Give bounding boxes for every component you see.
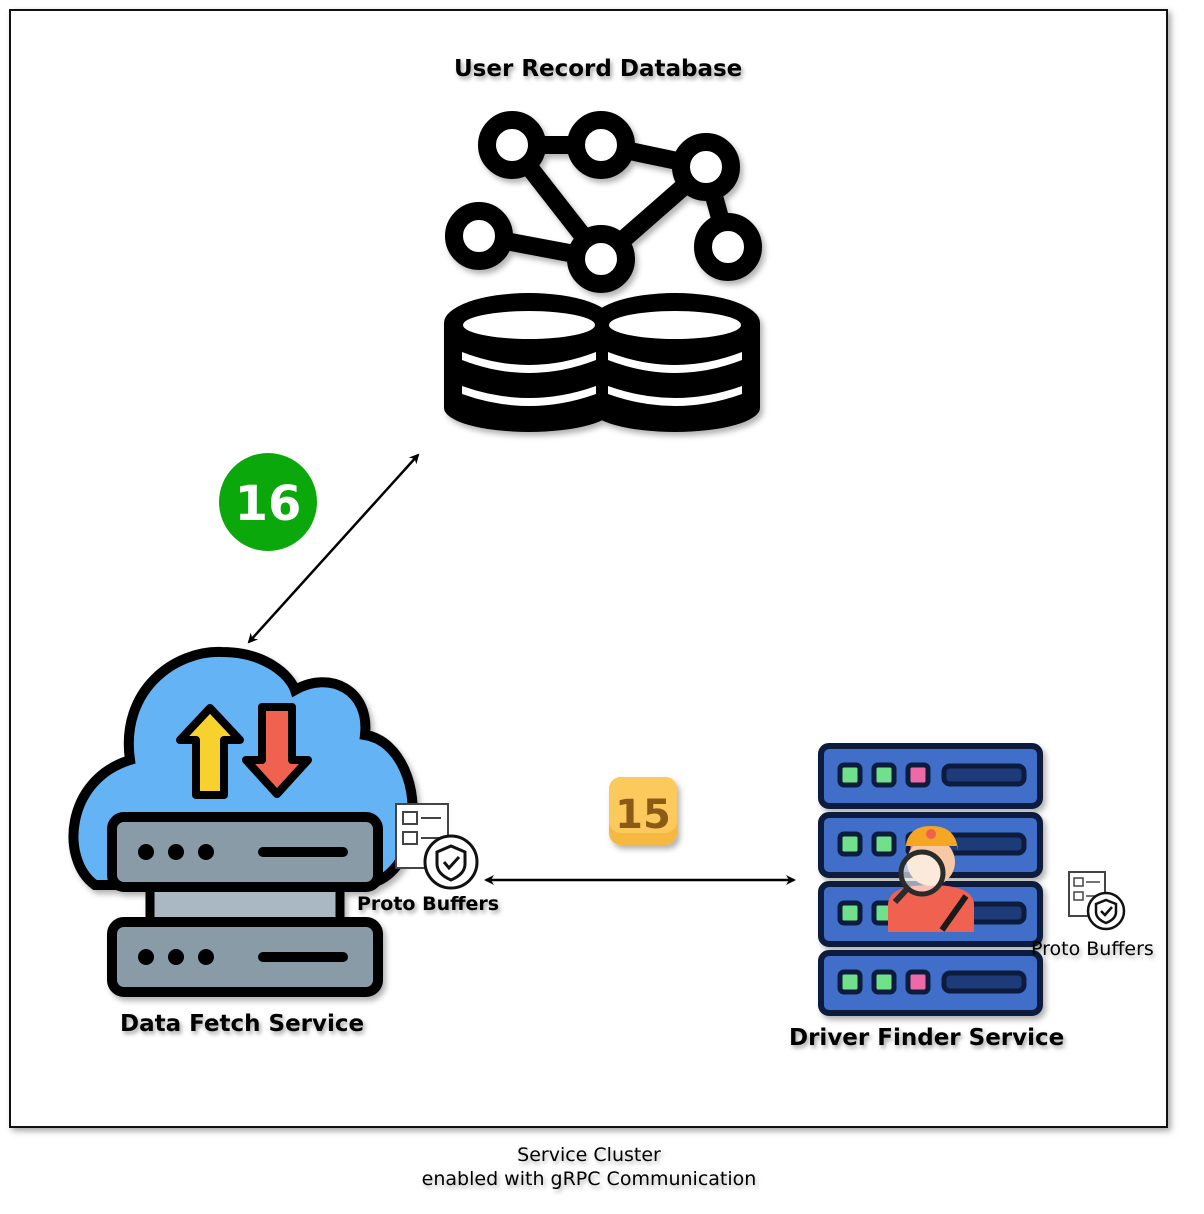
step-16-badge: 16 (219, 453, 317, 551)
proto-buffers-label-right: Proto Buffers (1031, 938, 1154, 960)
step-16-number: 16 (235, 476, 302, 532)
cluster-caption-title: Service Cluster (517, 1144, 661, 1166)
proto-buffers-icon-left (395, 803, 479, 890)
driver-search-icon (888, 826, 974, 932)
cloud-server-icon (68, 646, 418, 997)
database-icon (444, 111, 762, 432)
driver-finder-service-label: Driver Finder Service (789, 1025, 1065, 1051)
step-15-number: 15 (615, 792, 671, 838)
cluster-caption-subtitle: enabled with gRPC Communication (421, 1168, 757, 1190)
proto-buffers-label-left: Proto Buffers (357, 893, 500, 915)
database-label: User Record Database (454, 56, 743, 82)
rack-unit (818, 950, 1043, 1016)
connector-fetch-to-database (247, 453, 420, 644)
step-15-badge: 15 (609, 777, 677, 845)
data-fetch-service-label: Data Fetch Service (120, 1011, 365, 1037)
rack-unit (818, 743, 1043, 809)
proto-buffers-icon-right (1068, 871, 1126, 931)
